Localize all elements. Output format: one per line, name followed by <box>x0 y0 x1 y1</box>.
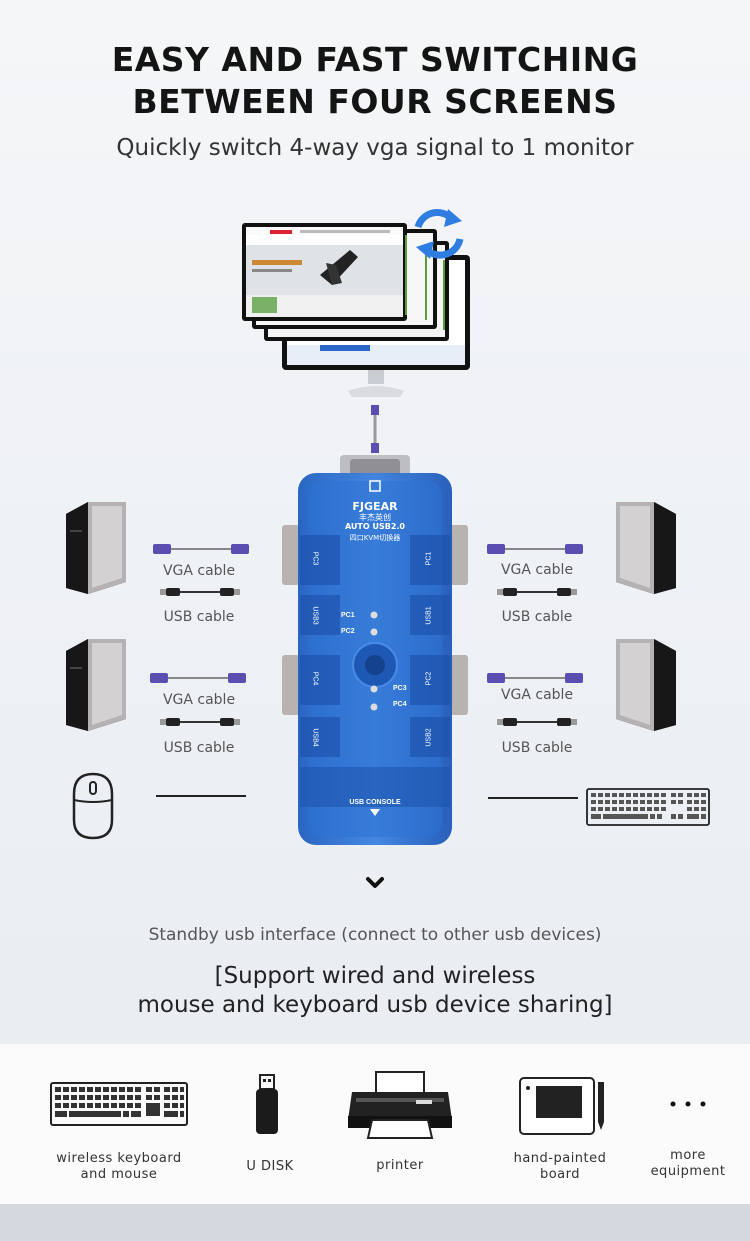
vga-cable-icon <box>153 544 249 554</box>
refresh-icon <box>414 209 464 259</box>
port-label-pc4: PC4 <box>311 671 319 686</box>
mouse-connection-line <box>156 795 246 797</box>
printer-icon <box>348 1071 452 1139</box>
port-label-usb2: USB2 <box>425 728 433 747</box>
keyboard-connection-line <box>488 797 578 799</box>
switch-model: AUTO USB2.0 <box>344 522 405 531</box>
device-label-keyboard: wireless keyboard and mouse <box>56 1151 182 1182</box>
port-label-pc1: PC1 <box>425 551 433 566</box>
switch-model-cn: 四口KVM切换器 <box>349 534 401 542</box>
port-label-usb3: USB3 <box>311 606 319 625</box>
standby-note: Standby usb interface (connect to other … <box>148 925 602 945</box>
usb-cable-icon <box>497 718 577 726</box>
led-label-pc4: PC4 <box>393 701 407 708</box>
keyboard-icon <box>586 788 710 826</box>
pc-tower-icon <box>616 639 676 731</box>
device-label-more: more equipment <box>650 1148 726 1179</box>
vga-cable-label: VGA cable <box>162 563 236 579</box>
vga-cable-icon <box>487 673 583 683</box>
usb-cable-icon <box>160 588 240 596</box>
usb-disk-icon <box>256 1074 278 1134</box>
vga-cable-icon <box>487 544 583 554</box>
device-label-tablet: hand-painted board <box>513 1151 607 1182</box>
support-note-line-2: mouse and keyboard usb device sharing] <box>137 992 613 1018</box>
heading-line-1: EASY AND FAST SWITCHING <box>111 40 639 79</box>
usb-cable-icon <box>497 588 577 596</box>
led-label-pc1: PC1 <box>341 612 355 619</box>
port-label-usb1: USB1 <box>425 606 433 625</box>
port-label-usb4: USB4 <box>311 728 319 747</box>
switch-brand-cn: 丰杰英创 <box>359 513 391 522</box>
heading-line-2: BETWEEN FOUR SCREENS <box>132 82 618 121</box>
port-label-pc2: PC2 <box>425 671 433 686</box>
footer-band <box>0 1204 750 1241</box>
vga-cable-label: VGA cable <box>162 692 236 708</box>
usb-cable-label: USB cable <box>163 740 235 756</box>
device-label-printer: printer <box>376 1158 424 1173</box>
usb-cable-icon <box>160 718 240 726</box>
pc-tower-icon <box>66 639 126 731</box>
mouse-icon <box>72 772 114 840</box>
kvm-switch <box>282 455 468 845</box>
support-note-line-1: [Support wired and wireless <box>214 963 536 989</box>
keyboard-icon <box>50 1082 188 1126</box>
usb-cable-label: USB cable <box>501 740 573 756</box>
chevron-down-icon <box>366 877 384 888</box>
led-label-pc2: PC2 <box>341 628 355 635</box>
vga-cable-icon <box>150 673 246 683</box>
drawing-tablet-icon <box>519 1077 604 1135</box>
monitor-vga-cable <box>371 405 379 453</box>
monitors-illustration <box>242 209 470 397</box>
vga-cable-label: VGA cable <box>500 562 574 578</box>
switch-brand: FJGEAR <box>352 500 398 513</box>
console-label: USB CONSOLE <box>349 799 401 806</box>
usb-cable-label: USB cable <box>163 609 235 625</box>
usb-cable-label: USB cable <box>501 609 573 625</box>
port-label-pc3: PC3 <box>311 551 319 566</box>
pc-tower-icon <box>616 502 676 594</box>
subtitle: Quickly switch 4-way vga signal to 1 mon… <box>116 135 634 161</box>
pc-tower-icon <box>66 502 126 594</box>
led-label-pc3: PC3 <box>393 685 407 692</box>
device-label-udisk: U DISK <box>246 1159 294 1174</box>
more-icon <box>670 1101 706 1107</box>
usb-devices-strip: wireless keyboard and mouse U DISK print… <box>0 1044 750 1204</box>
vga-cable-label: VGA cable <box>500 687 574 703</box>
